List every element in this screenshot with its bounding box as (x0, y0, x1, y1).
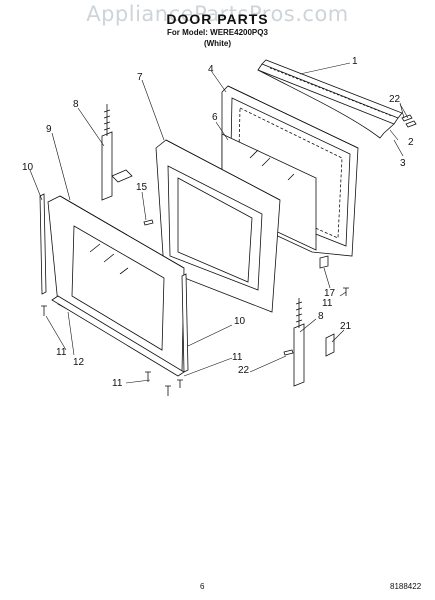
color-line: (White) (203, 39, 232, 48)
callout-11-left: 11 (56, 347, 67, 358)
callout-3: 3 (400, 158, 406, 169)
callout-12: 12 (73, 357, 85, 368)
page-number: 6 (200, 582, 205, 591)
part-21-hinge-receiver (325, 333, 335, 357)
part-12-bottom-trim (51, 295, 185, 377)
document-number: 8188422 (390, 582, 422, 591)
callout-4: 4 (208, 64, 214, 75)
callout-8-bottom: 8 (318, 311, 324, 322)
page-title: DOOR PARTS (166, 11, 269, 27)
part-22-screws-top (401, 114, 417, 128)
callout-8-top: 8 (73, 99, 79, 110)
callout-11-right: 11 (322, 298, 333, 309)
callout-11-bottom: 11 (112, 378, 123, 389)
callout-22-top: 22 (389, 94, 401, 105)
part-15-screw (143, 219, 154, 226)
callout-10-right: 10 (234, 316, 246, 327)
leader-lines (29, 62, 409, 384)
callout-2: 2 (408, 137, 414, 148)
part-8-hinge-left (101, 104, 133, 201)
part-8-hinge-right (283, 298, 305, 387)
callout-15: 15 (136, 182, 148, 193)
part-11-screws (41, 287, 349, 396)
part-17-clip (319, 255, 329, 269)
part-7-inner-door-panel (155, 139, 281, 313)
part-10-side-trim-left (39, 193, 47, 295)
part-1-vent-trim (257, 59, 403, 139)
callout-6: 6 (212, 112, 218, 123)
callout-9: 9 (46, 124, 52, 135)
model-line: For Model: WERE4200PQ3 (167, 28, 268, 37)
watermark: AppliancePartsPros.com (86, 2, 349, 26)
callout-17: 17 (324, 288, 336, 299)
callout-21: 21 (340, 321, 352, 332)
callout-labels: 1 2 3 4 6 7 8 9 10 15 22 17 11 21 8 10 1… (22, 56, 414, 389)
callout-10-left: 10 (22, 162, 34, 173)
callout-22-bottom: 22 (238, 365, 250, 376)
part-10-side-trim-right (181, 273, 189, 373)
callout-11-mid: 11 (232, 352, 243, 363)
callout-1: 1 (352, 56, 358, 67)
callout-7: 7 (137, 72, 143, 83)
